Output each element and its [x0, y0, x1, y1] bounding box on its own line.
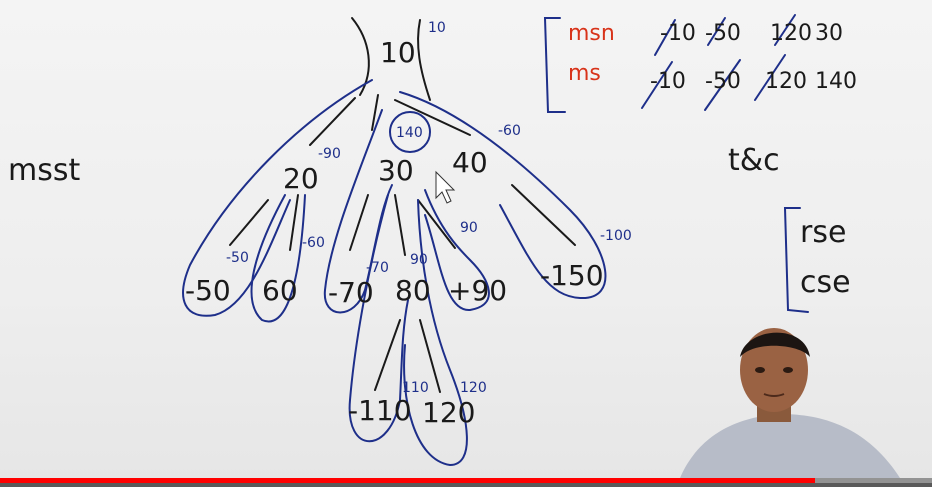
complexity-label: t&c — [728, 143, 780, 178]
edge-30-b — [394, 194, 406, 256]
node-120: 120 — [422, 396, 475, 429]
complexity-item-rse: rse — [800, 215, 846, 250]
strike-3 — [774, 14, 796, 46]
node-minus-50: -50 — [185, 274, 231, 307]
memo-row1-value-3: 30 — [815, 21, 843, 46]
tag-root: 10 — [428, 20, 446, 36]
loop-80-right — [403, 199, 468, 467]
memo-row2-value-1: -50 — [705, 69, 741, 94]
trunk-left-line — [351, 17, 370, 96]
node-plus-90: +90 — [448, 274, 507, 307]
loop-60 — [250, 194, 306, 323]
strike-5 — [704, 59, 741, 111]
memo-row2-label: ms — [568, 61, 601, 86]
trunk-right-line — [417, 19, 431, 101]
complexity-bracket — [783, 207, 809, 313]
tag-minus-150: -100 — [600, 228, 632, 244]
tag-90: 90 — [460, 220, 478, 236]
node-80: 80 — [395, 274, 431, 307]
edge-root-40 — [394, 99, 471, 136]
node-minus-150: -150 — [540, 259, 604, 292]
tag-20: -90 — [318, 146, 341, 162]
edge-root-20 — [309, 97, 356, 146]
node-minus-110: -110 — [348, 394, 412, 427]
loop-80-left — [348, 194, 409, 443]
node-40: 40 — [452, 146, 488, 179]
node-60: 60 — [262, 274, 298, 307]
presenter-face — [740, 328, 808, 412]
memo-row2-value-0: -10 — [650, 69, 686, 94]
presenter-shirt — [680, 414, 900, 478]
memo-bracket — [543, 17, 566, 113]
memo-row1-value-2: 120 — [770, 21, 812, 46]
presenter-video — [680, 328, 900, 478]
tag-30: 140 — [396, 125, 423, 141]
tag-120: 120 — [460, 380, 487, 396]
edge-30-a — [349, 194, 369, 251]
edge-20-a — [229, 199, 269, 246]
tag-80: 90 — [410, 252, 428, 268]
loop-40-outer — [399, 91, 607, 300]
memo-row2-value-3: 140 — [815, 69, 857, 94]
tag-minus-110: 110 — [402, 380, 429, 396]
tag-60: -60 — [302, 235, 325, 251]
memo-row1-value-1: -50 — [705, 21, 741, 46]
tag-40: -60 — [498, 123, 521, 139]
edge-root-30 — [371, 94, 379, 131]
edge-80-a — [374, 319, 401, 391]
strike-4 — [641, 61, 673, 109]
presenter-hair — [740, 332, 810, 357]
edge-20-b — [289, 194, 299, 251]
video-progress-bar[interactable] — [0, 478, 932, 487]
node-root: 10 — [380, 36, 416, 69]
video-progress-fill — [0, 478, 815, 483]
strike-1 — [654, 19, 676, 56]
title-msst: msst — [8, 153, 80, 188]
loop-90 — [424, 189, 490, 312]
node-minus-70: -70 — [328, 276, 374, 309]
loop-140 — [389, 111, 431, 153]
memo-row1-value-0: -10 — [660, 21, 696, 46]
tag-minus-50: -50 — [226, 250, 249, 266]
strike-2 — [707, 17, 726, 46]
loop-20-outer — [182, 79, 373, 317]
edge-40-a — [511, 184, 576, 246]
node-30: 30 — [378, 154, 414, 187]
complexity-item-cse: cse — [800, 265, 851, 300]
edge-80-b — [419, 319, 441, 393]
memo-row1-label: msn — [568, 21, 615, 46]
strike-6 — [754, 54, 786, 101]
mouse-cursor-icon — [435, 170, 456, 204]
tag-minus-70: -70 — [366, 260, 389, 276]
edge-30-c — [417, 199, 456, 249]
memo-row2-value-2: 120 — [765, 69, 807, 94]
node-20: 20 — [283, 162, 319, 195]
